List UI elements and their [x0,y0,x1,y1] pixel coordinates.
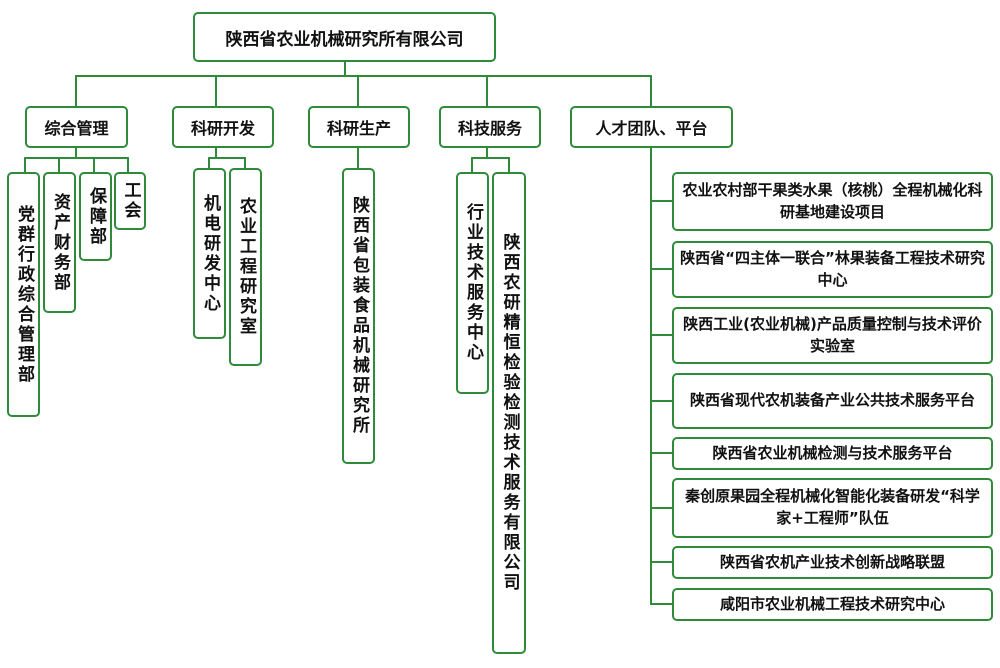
platform-item: 陕西省农业机械检测与技术服务平台 [672,437,993,470]
unit-electromech-center: 机电研发中心 [193,168,226,339]
dept-research-production: 科研生产 [308,106,410,148]
platform-item: 咸阳市农业机械工程技术研究中心 [672,588,993,621]
platform-item: 陕西省农机产业技术创新战略联盟 [672,546,993,579]
unit-testing-company: 陕西农研精恒检验检测技术服务有限公司 [492,172,526,654]
unit-union: 工会 [114,172,146,230]
dept-tech-services: 科技服务 [439,106,541,148]
platform-item: 秦创原果园全程机械化智能化装备研发“科学家+工程师”队伍 [672,478,993,538]
unit-packaging-food-institute: 陕西省包装食品机械研究所 [342,168,375,464]
unit-support: 保障部 [79,172,112,261]
unit-agri-engineering-lab: 农业工程研究室 [229,168,262,366]
unit-asset-finance: 资产财务部 [43,172,76,313]
platform-item: 农业农村部干果类水果（核桃）全程机械化科研基地建设项目 [672,172,993,231]
platform-item: 陕西省现代农机装备产业公共技术服务平台 [672,373,993,429]
dept-general-management: 综合管理 [25,106,128,148]
unit-party-admin: 党群行政综合管理部 [7,172,40,417]
platform-item: 陕西省“四主体一联合”林果装备工程技术研究中心 [672,241,993,298]
dept-talent-platforms: 人才团队、平台 [570,106,733,148]
root-node: 陕西省农业机械研究所有限公司 [193,12,496,62]
unit-industry-tech-service: 行业技术服务中心 [456,172,489,394]
platform-item: 陕西工业(农业机械)产品质量控制与技术评价实验室 [672,307,993,364]
dept-research-development: 科研开发 [172,106,274,148]
